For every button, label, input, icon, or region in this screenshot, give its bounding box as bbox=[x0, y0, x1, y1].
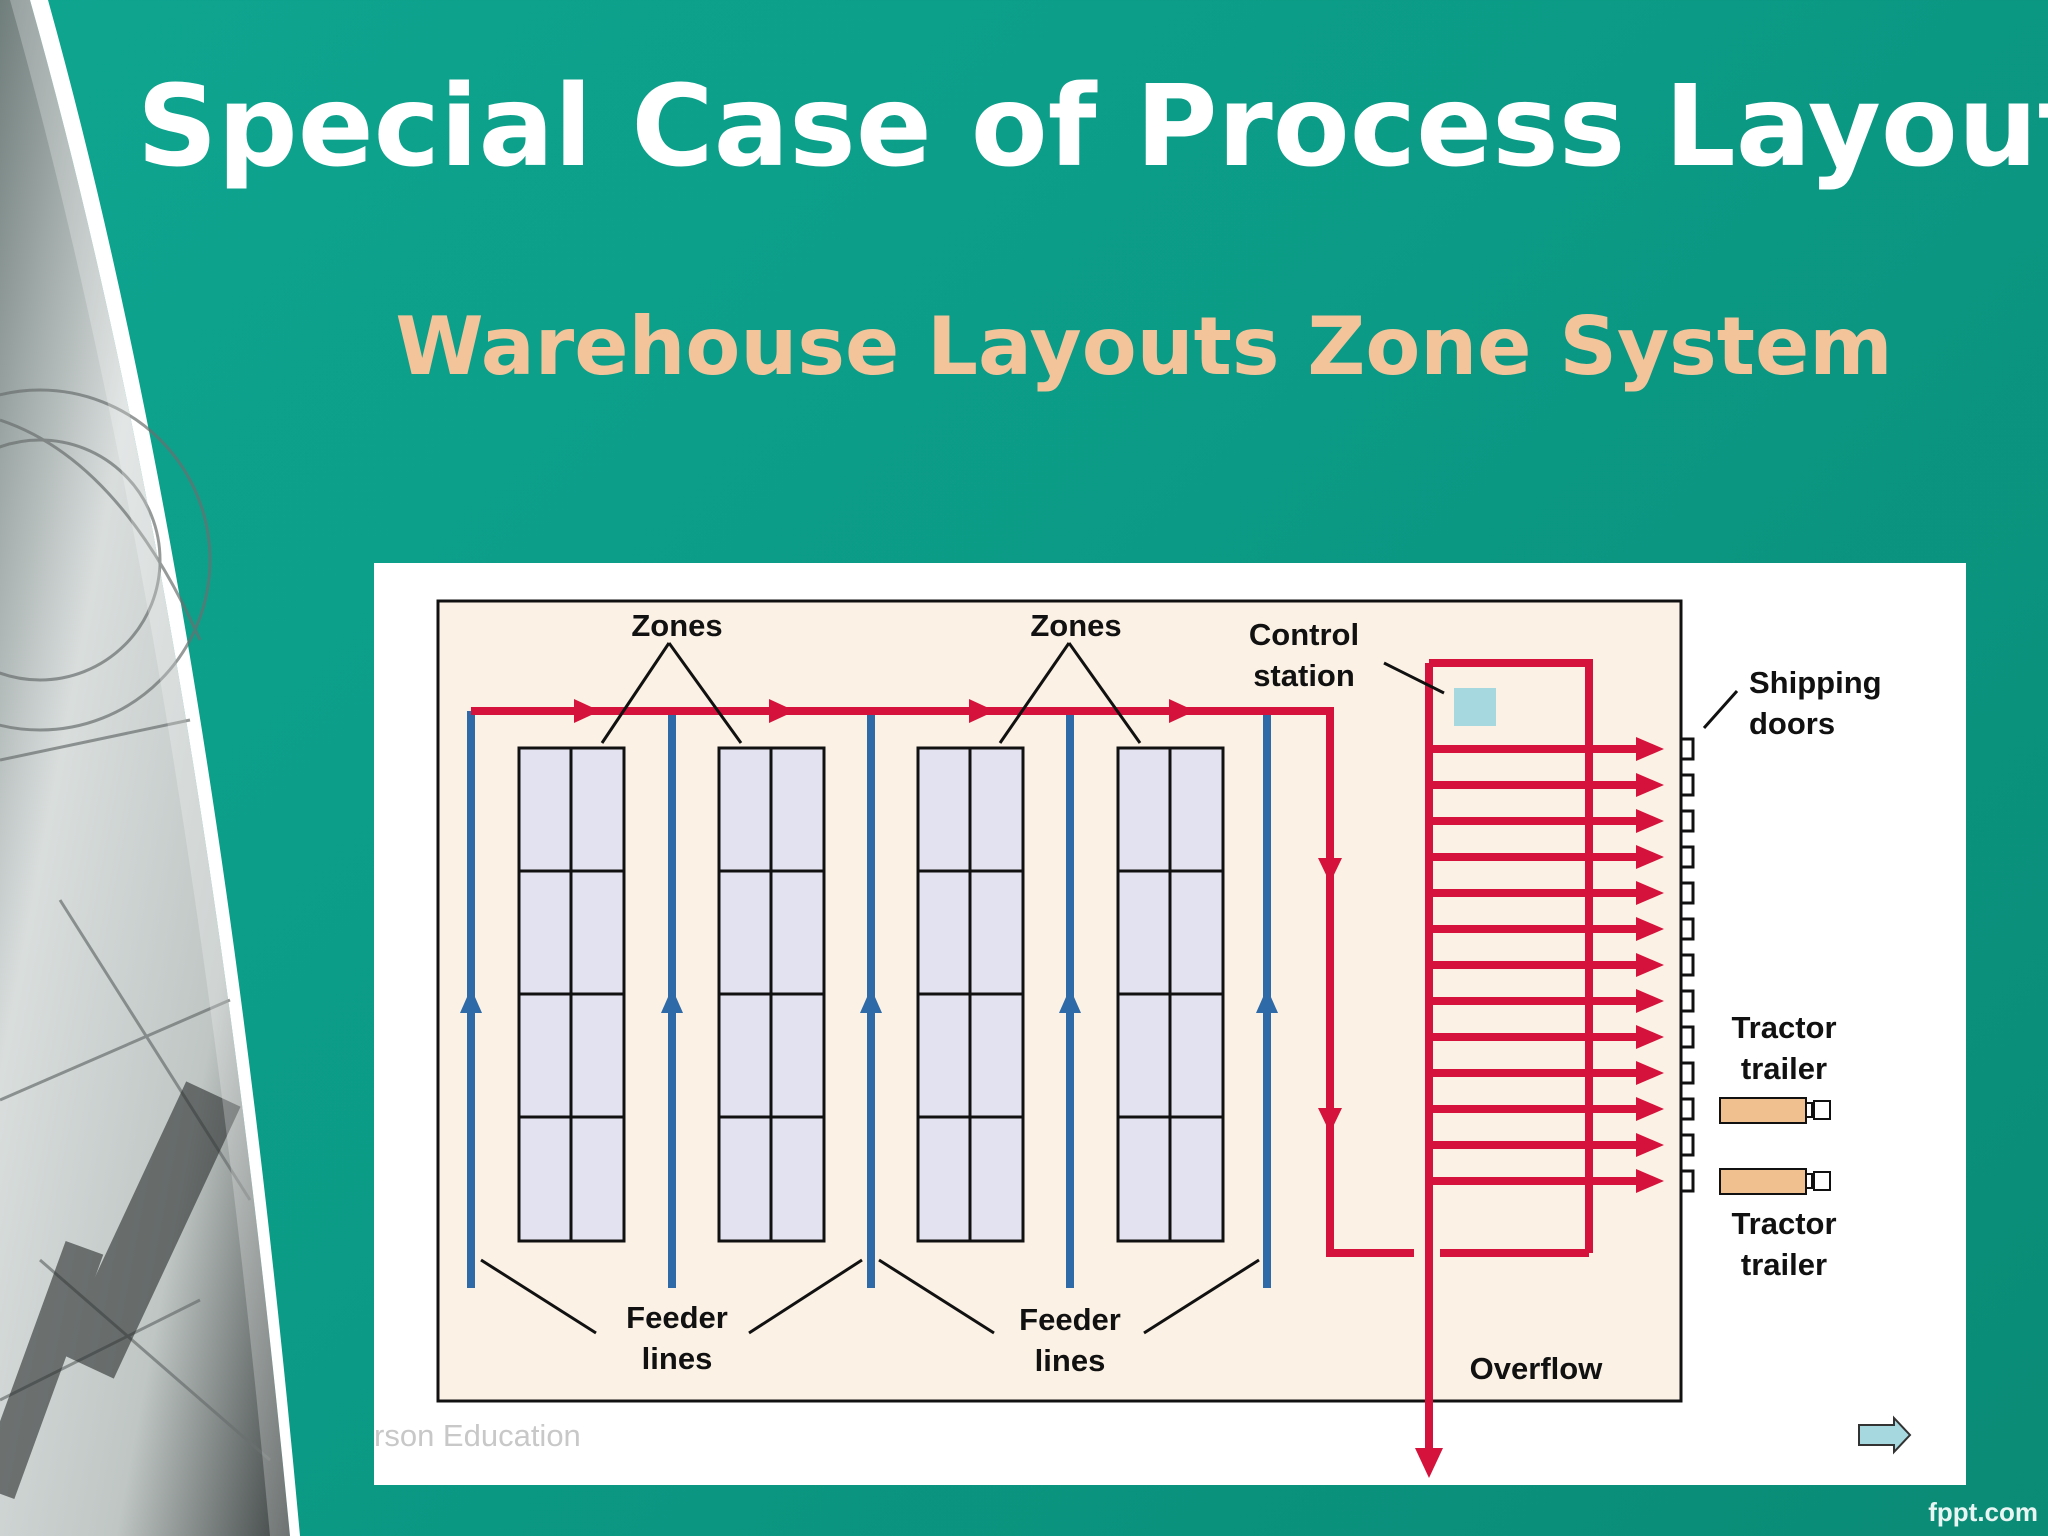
zones-label-right: Zones bbox=[1030, 608, 1121, 643]
fppt-watermark: fppt.com bbox=[1928, 1497, 2038, 1527]
storage-racks bbox=[517, 746, 1225, 1243]
shipping-branches bbox=[1429, 745, 1649, 1185]
conveyor-right-arrows bbox=[574, 699, 1195, 723]
slide-title: Special Case of Process Layout bbox=[136, 62, 2048, 192]
zone-leaders bbox=[600, 642, 1142, 744]
tractor-trailer-label-2b: trailer bbox=[1741, 1247, 1827, 1282]
zones-label-left: Zones bbox=[631, 608, 722, 643]
feeder-lines-label-left-2: lines bbox=[642, 1341, 713, 1376]
control-station-label-1: Control bbox=[1249, 617, 1359, 652]
control-station bbox=[1454, 688, 1496, 726]
warehouse-diagram-panel: Zones Zones Control station Shipping doo… bbox=[374, 563, 1966, 1485]
control-station-label-2: station bbox=[1253, 658, 1355, 693]
tractor-trailer-label-1b: trailer bbox=[1741, 1051, 1827, 1086]
feeder-lines-label-left-1: Feeder bbox=[626, 1300, 728, 1335]
source-credit: rson Education bbox=[374, 1418, 581, 1453]
feeder-leaders bbox=[480, 1258, 1260, 1335]
rack-zone-4 bbox=[1116, 746, 1225, 1243]
overflow-arrow bbox=[1415, 1448, 1443, 1478]
conveyor-down-arrows bbox=[1318, 858, 1342, 1133]
shipping-doors-label-1: Shipping bbox=[1749, 665, 1882, 700]
feeder-up-arrows bbox=[460, 988, 1278, 1013]
shipping-doors-leader bbox=[1702, 690, 1739, 729]
rack-zone-2 bbox=[717, 746, 826, 1243]
overflow-label: Overflow bbox=[1470, 1351, 1604, 1386]
tractor-trailer-label-1a: Tractor bbox=[1731, 1010, 1836, 1045]
control-station-leader bbox=[1383, 661, 1445, 695]
tractor-trailer-2 bbox=[1719, 1168, 1831, 1195]
shipping-doors bbox=[1679, 737, 1695, 1193]
shipping-branch-arrows bbox=[1636, 737, 1664, 1193]
tractor-trailer-1 bbox=[1719, 1097, 1831, 1124]
rack-zone-1 bbox=[517, 746, 626, 1243]
shipping-doors-label-2: doors bbox=[1749, 706, 1835, 741]
warehouse-zone-diagram: Zones Zones Control station Shipping doo… bbox=[436, 599, 1912, 1478]
feeder-lines-label-right-2: lines bbox=[1035, 1343, 1106, 1378]
main-conveyor bbox=[471, 659, 1593, 1453]
blueprint-photo bbox=[0, 0, 300, 1536]
slide-subtitle: Warehouse Layouts Zone System bbox=[395, 300, 1893, 393]
feeder-lines-label-right-1: Feeder bbox=[1019, 1302, 1121, 1337]
next-arrow-icon[interactable] bbox=[1858, 1415, 1912, 1455]
tractor-trailer-label-2a: Tractor bbox=[1731, 1206, 1836, 1241]
rack-zone-3 bbox=[916, 746, 1025, 1243]
